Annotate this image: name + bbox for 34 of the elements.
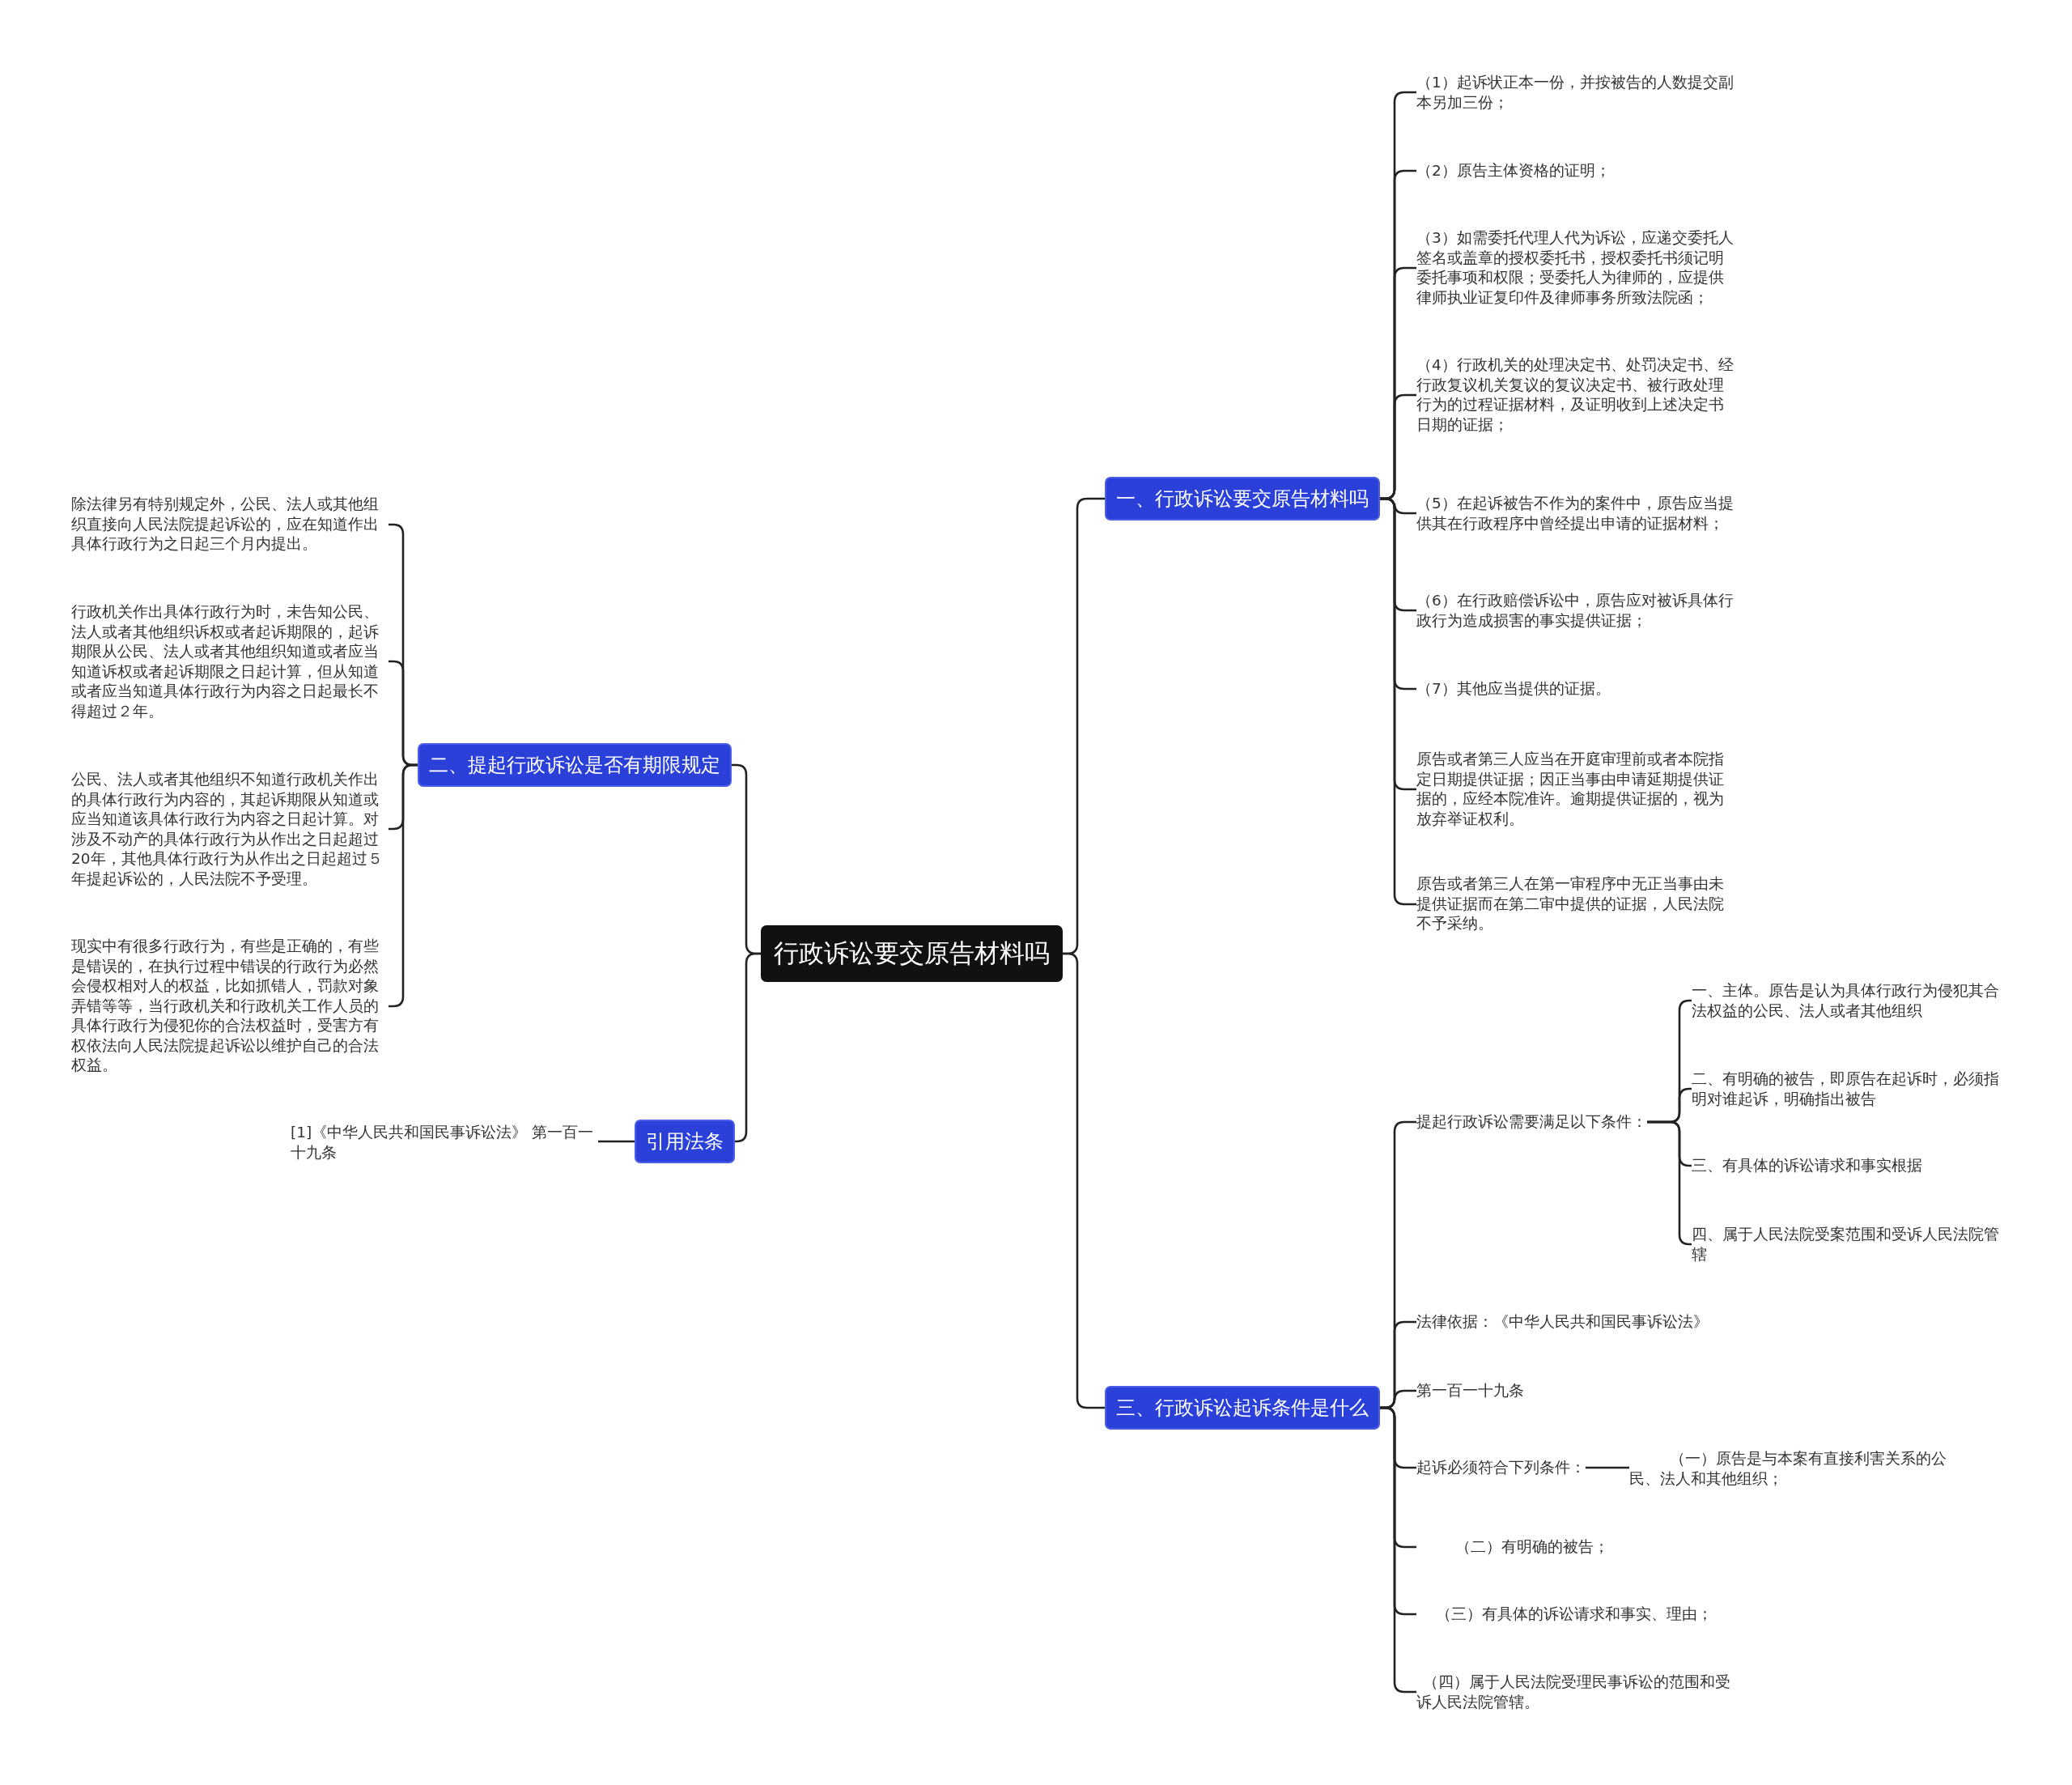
branch-topic: 一、行政诉讼要交原告材料吗 bbox=[1105, 477, 1380, 521]
topic-text: （三）有具体的诉讼请求和事实、理由； bbox=[1416, 1602, 1713, 1626]
topic-text: 提起行政诉讼需要满足以下条件： bbox=[1416, 1110, 1647, 1134]
topic-text: 第一百一十九条 bbox=[1416, 1379, 1524, 1403]
topic-text: （7）其他应当提供的证据。 bbox=[1416, 677, 1611, 701]
topic-text: 原告或者第三人在第一审程序中无正当事由未提供证据而在第二审中提供的证据，人民法院不予采纳。 bbox=[1416, 873, 1734, 936]
topic-text: 法律依据：《中华人民共和国民事诉讼法》 bbox=[1416, 1310, 1709, 1334]
topic-text: （二）有明确的被告； bbox=[1416, 1535, 1609, 1559]
connector-line bbox=[1063, 952, 1105, 1409]
connector-line bbox=[1586, 1466, 1629, 1469]
branch-topic: 引用法条 bbox=[635, 1120, 735, 1163]
topic-text: 二、有明确的被告，即原告在起诉时，必须指明对谁起诉，明确指出被告 bbox=[1692, 1067, 2009, 1111]
topic-text: （一）原告是与本案有直接利害关系的公民、法人和其他组织； bbox=[1629, 1447, 1949, 1490]
topic-text: （6）在行政赔偿诉讼中，原告应对被诉具体行政行为造成损害的事实提供证据； bbox=[1416, 589, 1734, 632]
topic-text: （3）如需委托代理人代为诉讼，应递交委托人签名或盖章的授权委托书，授权委托书须记明委托事项和权限；受委托人为律师的，应提供律师执业证复印件及律师事务所致法院函； bbox=[1416, 227, 1734, 309]
topic-text: 三、有具体的诉讼请求和事实根据 bbox=[1692, 1154, 1922, 1178]
topic-text: 除法律另有特别规定外，公民、法人或其他组织直接向人民法院提起诉讼的，应在知道作出具体行政行为之日起三个月内提出。 bbox=[71, 493, 388, 556]
topic-text: 起诉必须符合下列条件： bbox=[1416, 1456, 1586, 1480]
branch-topic: 二、提起行政诉讼是否有期限规定 bbox=[418, 743, 732, 787]
topic-text: （4）行政机关的处理决定书、处罚决定书、经行政复议机关复议的复议决定书、被行政处理行为的过程证据材料，及证明收到上述决定书日期的证据； bbox=[1416, 354, 1734, 436]
connector-line bbox=[598, 1140, 635, 1143]
topic-text: （四）属于人民法院受理民事诉讼的范围和受诉人民法院管辖。 bbox=[1416, 1670, 1734, 1714]
topic-text: （5）在起诉被告不作为的案件中，原告应当提供其在行政程序中曾经提出申请的证据材料； bbox=[1416, 491, 1734, 535]
central-topic: 行政诉讼要交原告材料吗 bbox=[761, 925, 1063, 982]
topic-text: 现实中有很多行政行为，有些是正确的，有些是错误的，在执行过程中错误的行政行为必然会侵权相对人的权益，比如抓错人，罚款对象弄错等等，当行政机关和行政机关工作人员的具体行政行为侵犯你的合法权益时，受害方有权依法向人民法院提起诉讼以维护自己的合法权益。 bbox=[71, 935, 388, 1077]
topic-text: 一、主体。原告是认为具体行政行为侵犯其合法权益的公民、法人或者其他组织 bbox=[1692, 979, 2009, 1022]
topic-text: 公民、法人或者其他组织不知道行政机关作出的具体行政行为内容的，其起诉期限从知道或应当知道该具体行政行为内容之日起计算。对涉及不动产的具体行政行为从作出之日起超过20年，其他具体行政行为从作出之日起超过５年提起诉讼的，人民法院不予受理。 bbox=[71, 767, 388, 890]
topic-text: 四、属于人民法院受案范围和受诉人民法院管辖 bbox=[1692, 1222, 2009, 1266]
topic-text: 原告或者第三人应当在开庭审理前或者本院指定日期提供证据；因正当事由申请延期提供证据的，应经本院准许。逾期提供证据的，视为放弃举证权利。 bbox=[1416, 748, 1734, 831]
branch-topic: 三、行政诉讼起诉条件是什么 bbox=[1105, 1386, 1380, 1430]
topic-text: （2）原告主体资格的证明； bbox=[1416, 159, 1611, 183]
topic-text: （1）起诉状正本一份，并按被告的人数提交副本另加三份； bbox=[1416, 70, 1734, 114]
topic-text: [1]《中华人民共和国民事诉讼法》 第一百一十九条 bbox=[291, 1120, 598, 1164]
topic-text: 行政机关作出具体行政行为时，未告知公民、法人或者其他组织诉权或者起诉期限的，起诉期限从公民、法人或者其他组织知道或者应当知道诉权或者起诉期限之日起计算，但从知道或者应当知道具体行政行为内容之日起最长不得超过２年。 bbox=[71, 600, 388, 723]
